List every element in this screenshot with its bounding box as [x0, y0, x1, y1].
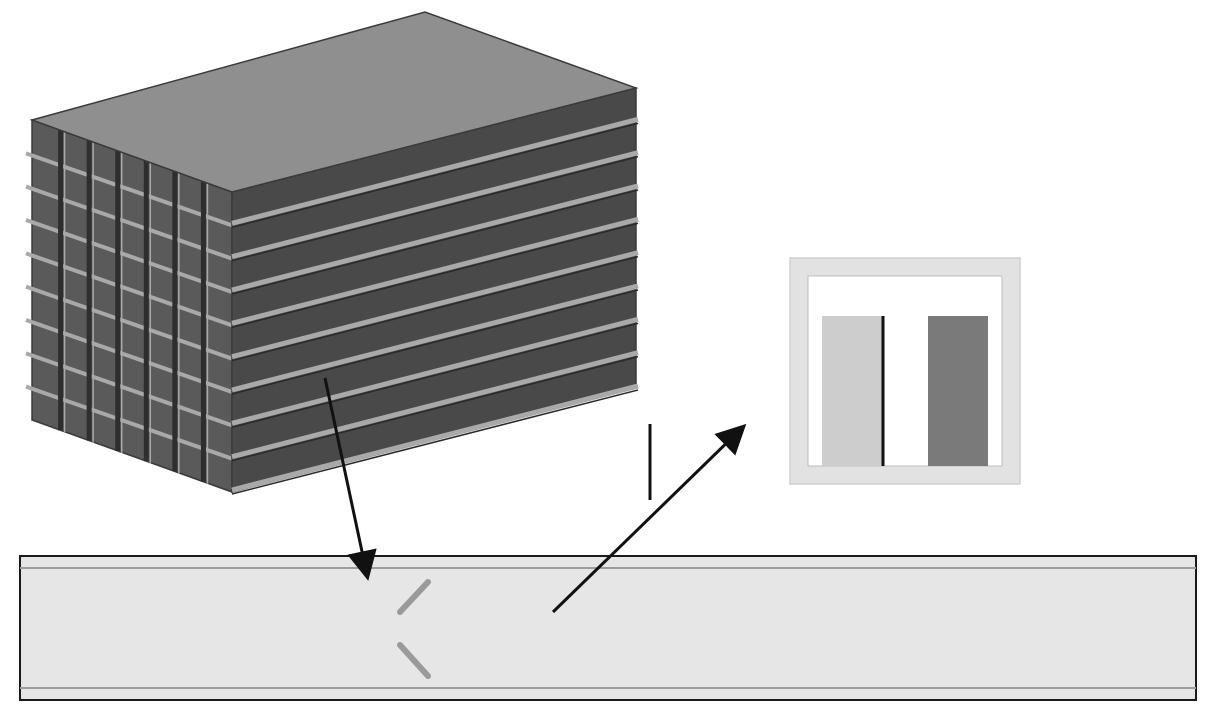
arrow-panel-to-inset: [551, 423, 747, 614]
stiffened-box-structure: [25, 11, 639, 495]
side-flange-shadow: [231, 122, 639, 229]
side-flange-shadow: [231, 255, 639, 362]
side-flange-shadow: [231, 389, 639, 495]
side-flange: [231, 350, 639, 460]
side-flange: [231, 383, 639, 493]
side-flange-shadow: [231, 322, 639, 429]
side-flange-shadow: [231, 222, 639, 329]
side-flange: [231, 316, 639, 426]
side-flange-shadow: [231, 289, 639, 395]
side-flange: [231, 183, 639, 293]
side-flange: [231, 216, 639, 326]
side-flange: [231, 250, 639, 360]
side-flange-shadow: [231, 189, 639, 295]
arrow-stack-to-panel: [323, 377, 377, 581]
stack-front-grid: [25, 118, 233, 494]
side-flange: [231, 283, 639, 393]
side-flange: [231, 116, 639, 226]
side-flange-shadow: [231, 355, 639, 462]
stack-top-plate: [29, 11, 639, 193]
crack-mark-lower: [397, 642, 431, 679]
crack-mark-upper: [397, 579, 431, 615]
side-flange: [231, 150, 639, 260]
stiffened-panel-strip: [19, 555, 1197, 701]
inset-bar-left: [822, 316, 882, 466]
side-flange-shadow: [231, 155, 639, 262]
cross-section-inset: [789, 257, 1021, 485]
inset-bar-right: [928, 316, 988, 466]
panel-plate: [19, 555, 1197, 701]
